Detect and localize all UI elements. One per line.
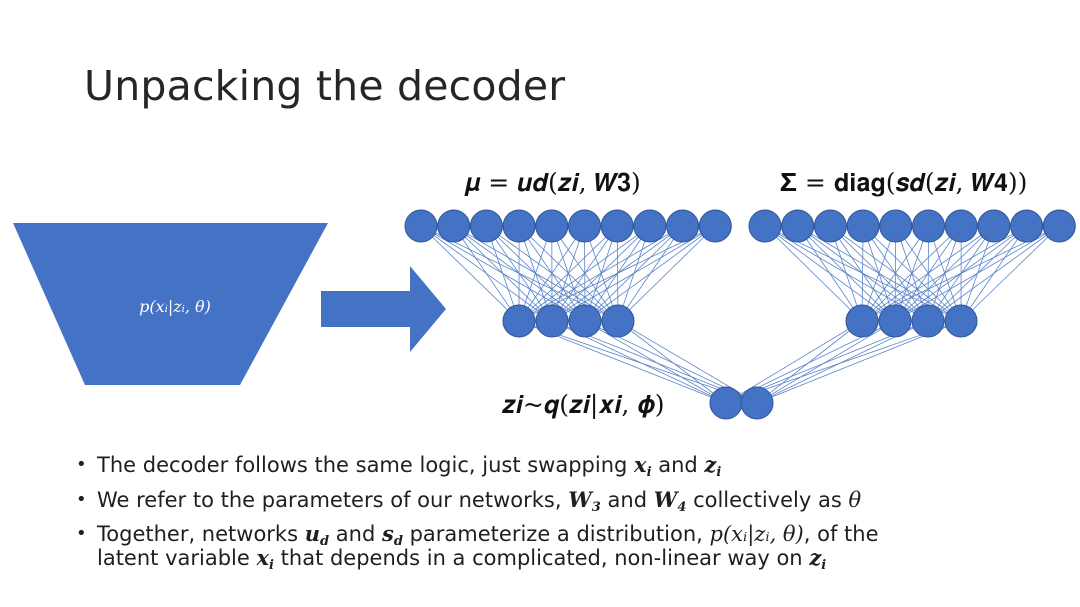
network-edge — [830, 225, 863, 322]
network-edge — [797, 225, 863, 322]
network-edge — [960, 225, 1060, 322]
bullet-3-tail1: , of the — [803, 522, 879, 546]
sigma-output-node — [944, 209, 978, 243]
bullet-2-text: We refer to the parameters of our networ… — [97, 488, 562, 512]
network-edge — [584, 320, 727, 404]
sigma-output-node — [1010, 209, 1044, 243]
bullet-2-tail: collectively as — [693, 488, 842, 512]
network-edge — [420, 225, 520, 322]
bullet-3-line1: Together, networks — [97, 522, 299, 546]
mu-output-node — [502, 209, 536, 243]
mu-output-node — [600, 209, 634, 243]
mu-output-node — [633, 209, 667, 243]
network-edge — [861, 225, 962, 322]
network-edge — [518, 225, 553, 322]
network-edge — [518, 225, 683, 322]
network-edge — [453, 225, 520, 322]
sigma-output-node — [781, 209, 815, 243]
right-arrow-icon — [321, 266, 446, 352]
bullet-2-var-w3: W3 — [568, 487, 601, 515]
bullet-item-1: The decoder follows the same logic, just… — [76, 452, 1066, 480]
network-nodes — [404, 209, 1076, 420]
network-edge — [486, 225, 520, 322]
mu-hidden-node — [502, 304, 536, 338]
sigma-output-node — [846, 209, 880, 243]
bullet-3-and: and — [335, 522, 376, 546]
mu-hidden-node — [568, 304, 602, 338]
sigma-hidden-node — [944, 304, 978, 338]
mu-output-node — [535, 209, 569, 243]
sigma-output-node — [977, 209, 1011, 243]
sigma-hidden-node — [845, 304, 879, 338]
mu-hidden-node — [535, 304, 569, 338]
mu-output-node — [698, 209, 732, 243]
bullet-3-var-ud: ud — [304, 521, 330, 549]
network-edge — [764, 225, 863, 322]
network-edge — [617, 225, 716, 322]
network-edge — [861, 225, 897, 322]
bullet-item-2: We refer to the parameters of our networ… — [76, 487, 1066, 515]
latent-node — [709, 386, 743, 420]
bullet-2-and: and — [607, 488, 648, 512]
bullet-2-var-w4: W4 — [653, 487, 687, 515]
decoder-trapezoid — [13, 223, 328, 385]
network-edge — [861, 225, 929, 322]
network-edge — [861, 225, 1027, 322]
slide-title: Unpacking the decoder — [84, 62, 566, 110]
sigma-output-node — [748, 209, 782, 243]
sigma-output-node — [879, 209, 913, 243]
bullet-1-var-x: xi — [634, 452, 652, 480]
mu-hidden-node — [601, 304, 635, 338]
sigma-output-node — [912, 209, 945, 243]
bullet-3-tail2: that depends in a complicated, non-linea… — [280, 546, 803, 570]
bullet-3-dist: p(xᵢ|zᵢ, θ) — [709, 522, 804, 546]
network-edge — [927, 225, 1060, 322]
bullet-item-3: Together, networks ud and sd parameteriz… — [76, 521, 1066, 573]
latent-node — [740, 386, 774, 420]
sigma-hidden-node — [878, 304, 912, 338]
bullet-2-theta: θ — [848, 488, 862, 512]
sigma-hidden-node — [911, 304, 945, 338]
mu-output-node — [404, 209, 438, 243]
sigma-output-node — [813, 209, 847, 243]
network-edge — [584, 225, 716, 322]
network-edge — [518, 225, 651, 322]
network-edge — [551, 225, 716, 322]
network-edge — [518, 225, 618, 322]
bullet-1-and: and — [658, 453, 698, 477]
bullet-3-var-sd: sd — [381, 521, 403, 549]
decoder-diagram: p(xᵢ|zᵢ, θ) 𝝁 = 𝒖𝒅(𝒛𝒊, 𝑾𝟑) 𝚺 = 𝐝𝐢𝐚𝐠(𝒔𝒅(𝒛… — [13, 168, 1076, 420]
bullet-1-var-z: zi — [704, 452, 722, 480]
mu-output-node — [437, 209, 471, 243]
bullet-3-mid: parameterize a distribution, — [409, 522, 703, 546]
decoder-trapezoid-label: p(xᵢ|zᵢ, θ) — [139, 297, 211, 316]
bullet-list: The decoder follows the same logic, just… — [76, 452, 1066, 579]
latent-formula: 𝒛𝒊~𝒒(𝒛𝒊|𝒙𝒊, 𝝓) — [502, 390, 665, 420]
sigma-formula: 𝚺 = 𝐝𝐢𝐚𝐠(𝒔𝒅(𝒛𝒊, 𝑾𝟒)) — [780, 168, 1027, 197]
sigma-output-node — [1042, 209, 1076, 243]
mu-output-node — [568, 209, 601, 243]
bullet-1-text: The decoder follows the same logic, just… — [97, 453, 628, 477]
mu-output-node — [469, 209, 503, 243]
bullet-3-var-z: zi — [809, 545, 827, 573]
network-edge — [756, 320, 863, 404]
bullet-3-line2: latent variable — [97, 546, 250, 570]
network-edge — [861, 225, 995, 322]
bullet-3-var-x: xi — [256, 545, 274, 573]
mu-formula: 𝝁 = 𝒖𝒅(𝒛𝒊, 𝑾𝟑) — [464, 168, 641, 197]
network-edge — [518, 225, 585, 322]
network-edge — [894, 225, 1060, 322]
network-edge — [617, 320, 727, 404]
mu-output-node — [666, 209, 700, 243]
